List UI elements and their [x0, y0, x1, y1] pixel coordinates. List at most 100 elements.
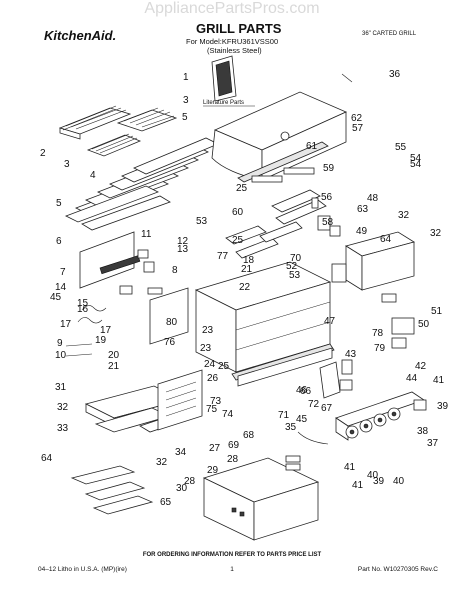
callout-75: 75 [206, 404, 218, 415]
callout-16: 16 [77, 304, 89, 315]
callout-25: 25 [236, 183, 248, 194]
callout-8: 8 [172, 265, 178, 276]
callout-66: 66 [300, 386, 312, 397]
callout-48: 48 [367, 193, 379, 204]
small-hardware [65, 73, 353, 471]
callout-44: 44 [406, 373, 418, 384]
callout-21: 21 [108, 361, 120, 372]
callout-17: 17 [60, 319, 72, 330]
callout-64: 64 [41, 453, 53, 464]
callout-3: 3 [64, 159, 70, 170]
base-tray [202, 457, 320, 541]
callout-18: 18 [243, 255, 255, 266]
callout-4: 4 [90, 170, 96, 181]
callout-54: 54 [410, 159, 422, 170]
callout-41: 41 [352, 480, 364, 491]
callout-20: 20 [108, 350, 120, 361]
callout-69: 69 [228, 440, 240, 451]
callout-23: 23 [202, 325, 214, 336]
model-line: For Model:KFRU361VSS00 [186, 37, 278, 46]
callout-70: 70 [290, 253, 302, 264]
grill-hood [211, 91, 347, 183]
callout-41: 41 [344, 462, 356, 473]
literature-label: Literature Parts [203, 100, 244, 106]
callout-59: 59 [323, 163, 335, 174]
callout-51: 51 [431, 306, 443, 317]
brand-logo: KitchenAid. [44, 28, 116, 43]
callout-47: 47 [324, 316, 336, 327]
callout-35: 35 [285, 422, 297, 433]
callout-14: 14 [55, 282, 67, 293]
callout-55: 55 [395, 142, 407, 153]
callout-15: 15 [77, 298, 89, 309]
callout-64: 64 [380, 234, 392, 245]
callout-5: 5 [56, 198, 62, 209]
finish-label: (Stainless Steel) [207, 46, 262, 55]
callout-56: 56 [321, 192, 333, 203]
callout-40: 40 [367, 470, 379, 481]
ordering-info: FOR ORDERING INFORMATION REFER TO PARTS … [143, 552, 322, 558]
callout-65: 65 [160, 497, 172, 508]
callout-39: 39 [437, 401, 449, 412]
callout-38: 38 [417, 426, 429, 437]
page-number: 1 [230, 566, 234, 573]
callout-6: 6 [56, 236, 62, 247]
callout-37: 37 [427, 438, 439, 449]
callout-24: 24 [204, 359, 216, 370]
part-number: Part No. W10270305 Rev.C [358, 566, 438, 573]
callout-53: 53 [289, 270, 301, 281]
callout-67: 67 [321, 403, 333, 414]
callout-58: 58 [322, 217, 334, 228]
callout-41: 41 [433, 375, 445, 386]
callout-45: 45 [296, 414, 308, 425]
callout-39: 39 [373, 476, 385, 487]
callout-53: 53 [196, 216, 208, 227]
callout-80: 80 [166, 317, 178, 328]
callout-26: 26 [207, 373, 219, 384]
callout-10: 10 [55, 350, 67, 361]
drip-shields [70, 465, 154, 515]
callout-2: 2 [40, 148, 46, 159]
callout-23: 23 [200, 343, 212, 354]
callout-76: 76 [164, 337, 176, 348]
callout-13: 13 [177, 244, 189, 255]
callout-1: 1 [183, 72, 189, 83]
front-panels [157, 347, 333, 431]
callout-52: 52 [286, 261, 298, 272]
callout-25: 25 [232, 235, 244, 246]
callout-43: 43 [345, 349, 357, 360]
callout-74: 74 [222, 409, 234, 420]
callout-21: 21 [241, 264, 253, 275]
callout-34: 34 [175, 447, 187, 458]
print-info: 04–12 Litho in U.S.A. (MP)(ire) [38, 566, 127, 573]
callout-17: 17 [100, 325, 112, 336]
callout-29: 29 [207, 465, 219, 476]
callout-32: 32 [57, 402, 69, 413]
callout-46: 46 [296, 385, 308, 396]
callout-49: 49 [356, 226, 368, 237]
callout-31: 31 [55, 382, 67, 393]
watermark: AppliancePartsPros.com [144, 0, 319, 17]
callout-73: 73 [210, 396, 222, 407]
cooking-grates-left [58, 105, 178, 157]
callout-7: 7 [60, 267, 66, 278]
callout-11: 11 [141, 229, 152, 240]
category-label: 36" CARTED GRILL [362, 31, 417, 37]
callout-62: 62 [351, 113, 363, 124]
callout-33: 33 [57, 423, 69, 434]
callout-9: 9 [57, 338, 63, 349]
valve-manifold [319, 317, 415, 399]
callout-25: 25 [218, 361, 230, 372]
callout-40: 40 [393, 476, 405, 487]
page-title: GRILL PARTS [196, 21, 282, 36]
callout-71: 71 [278, 410, 290, 421]
callout-32: 32 [156, 457, 168, 468]
callout-42: 42 [415, 361, 427, 372]
literature-cover [215, 60, 233, 97]
callout-12: 12 [177, 236, 189, 247]
callout-28: 28 [227, 454, 239, 465]
callout-22: 22 [239, 282, 251, 293]
callout-78: 78 [372, 328, 384, 339]
callout-50: 50 [418, 319, 430, 330]
callout-3: 3 [183, 95, 189, 106]
